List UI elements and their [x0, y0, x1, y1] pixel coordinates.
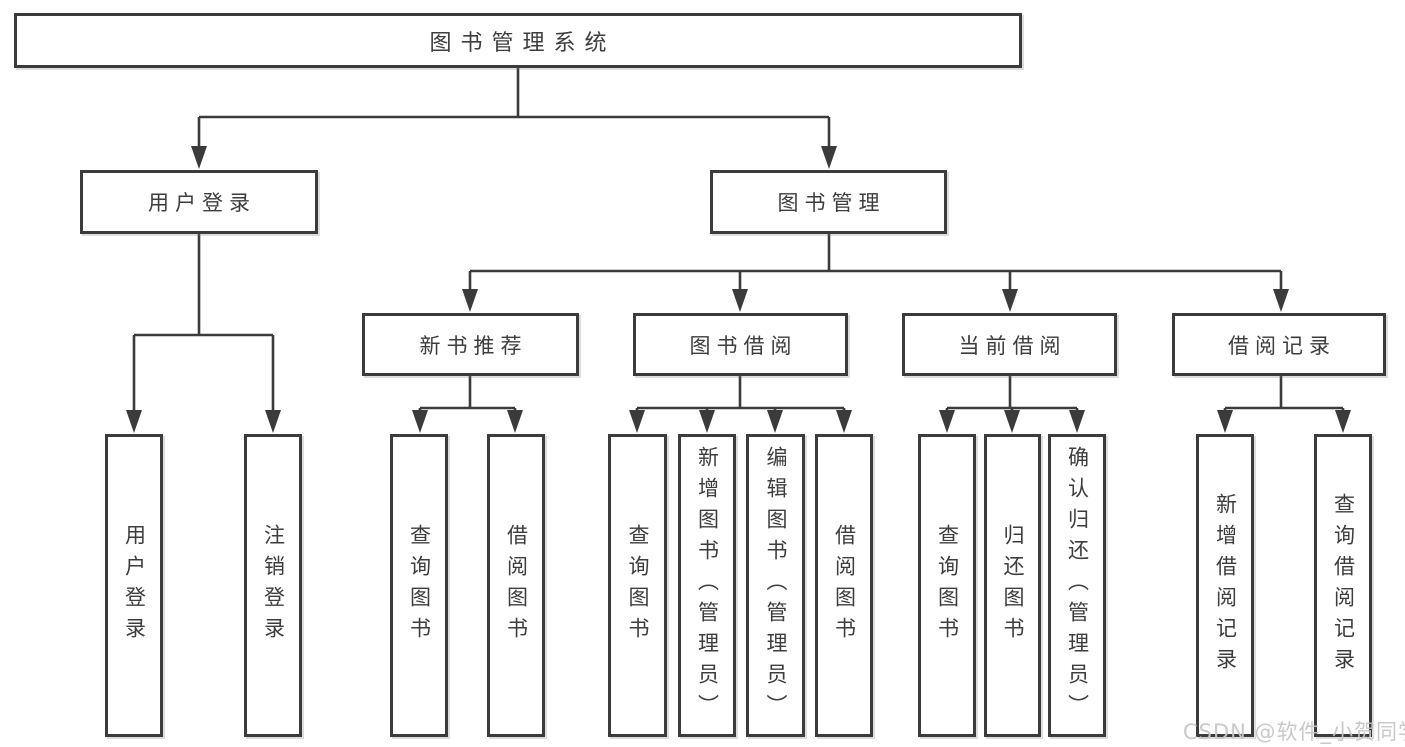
leaf-query-borrow-record-label: 查询借阅记录 — [1331, 492, 1356, 679]
leaf-query-books-recommend-label: 查询图书 — [407, 523, 432, 648]
leaf-add-borrow-record: 新增借阅记录 — [1196, 434, 1254, 737]
node-book-management-label: 图书管理 — [777, 191, 886, 215]
leaf-query-books-recommend: 查询图书 — [390, 434, 448, 737]
node-current-borrow: 当前借阅 — [902, 313, 1117, 376]
node-user-login-label: 用户登录 — [148, 191, 256, 215]
leaf-query-books-borrow-label: 查询图书 — [626, 523, 650, 648]
leaf-logout-label: 注销登录 — [261, 523, 286, 648]
leaf-borrow-books-recommend-label: 借阅图书 — [504, 523, 529, 648]
leaf-user-login: 用户登录 — [105, 434, 163, 737]
leaf-edit-book-admin-label: 编辑图书（管理员） — [764, 446, 788, 725]
node-user-login: 用户登录 — [80, 170, 318, 234]
leaf-add-book-admin: 新增图书（管理员） — [678, 434, 736, 737]
leaf-query-books-current: 查询图书 — [918, 434, 976, 737]
leaf-borrow-books: 借阅图书 — [815, 434, 873, 737]
leaf-query-books-borrow: 查询图书 — [608, 434, 667, 737]
leaf-confirm-return-admin-label: 确认归还（管理员） — [1065, 446, 1090, 725]
leaf-query-borrow-record: 查询借阅记录 — [1314, 434, 1372, 737]
leaf-user-login-label: 用户登录 — [122, 523, 147, 648]
node-root: 图书管理系统 — [14, 13, 1022, 68]
leaf-return-books: 归还图书 — [984, 434, 1041, 737]
node-borrow-records-label: 借阅记录 — [1228, 333, 1336, 358]
node-book-borrow: 图书借阅 — [633, 313, 848, 376]
node-root-label: 图书管理系统 — [429, 30, 616, 56]
leaf-query-books-current-label: 查询图书 — [935, 523, 960, 648]
leaf-logout: 注销登录 — [244, 434, 302, 737]
leaf-return-books-label: 归还图书 — [1001, 523, 1025, 648]
arrowheads — [126, 146, 1351, 433]
leaf-confirm-return-admin: 确认归还（管理员） — [1048, 434, 1106, 737]
leaf-borrow-books-label: 借阅图书 — [832, 523, 857, 648]
leaf-borrow-books-recommend: 借阅图书 — [487, 434, 545, 737]
node-new-book-recommend: 新书推荐 — [362, 313, 579, 376]
leaf-add-borrow-record-label: 新增借阅记录 — [1213, 492, 1238, 679]
csdn-watermark: CSDN @软件_小贺同学 — [1183, 720, 1405, 744]
node-current-borrow-label: 当前借阅 — [958, 333, 1067, 358]
leaf-add-book-admin-label: 新增图书（管理员） — [695, 446, 720, 725]
node-book-management: 图书管理 — [710, 170, 947, 234]
node-book-borrow-label: 图书借阅 — [689, 333, 798, 358]
leaf-edit-book-admin: 编辑图书（管理员） — [746, 434, 805, 737]
node-borrow-records: 借阅记录 — [1172, 313, 1386, 376]
node-new-book-recommend-label: 新书推荐 — [419, 333, 528, 358]
